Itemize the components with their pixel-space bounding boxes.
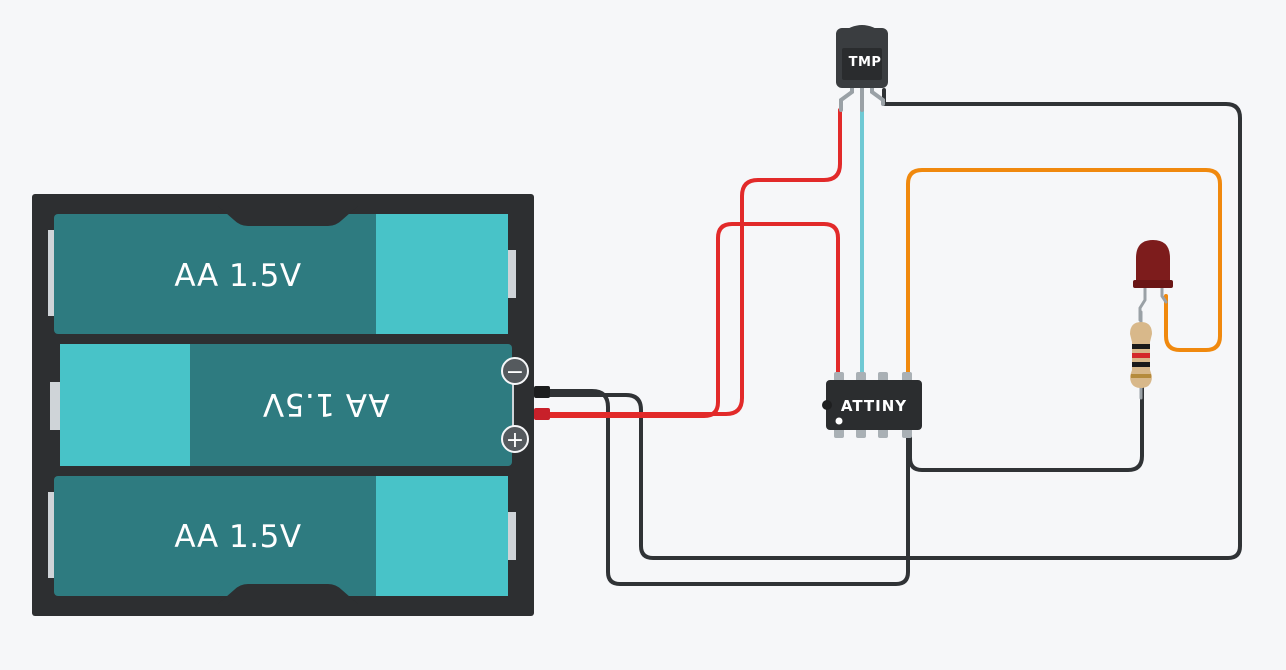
- attiny-notch: [822, 400, 832, 410]
- tmp-sensor-label: TMP: [849, 55, 882, 70]
- battery-cell-top-label: AA 1.5V: [174, 258, 301, 294]
- wire-red-battery-to-attiny[interactable]: [546, 222, 840, 418]
- attiny-pin1-dot: [835, 417, 843, 425]
- battery-cell-bottom-label: AA 1.5V: [174, 519, 301, 555]
- battery-pack[interactable]: AA 1.5V AA 1.5V AA 1.5V −: [32, 194, 550, 616]
- battery-cell-middle: AA 1.5V: [50, 344, 514, 466]
- resistor[interactable]: [1130, 310, 1152, 400]
- led-legs: [1138, 284, 1168, 322]
- wires: [546, 88, 1242, 586]
- wire-black-attiny-to-resistor[interactable]: [908, 384, 1144, 472]
- negative-terminal[interactable]: −: [501, 357, 529, 385]
- attiny-bottom-pins: [834, 428, 912, 438]
- positive-terminal-sign: +: [506, 428, 524, 453]
- attiny-chip[interactable]: ATTINY: [822, 372, 922, 438]
- wire-orange-attiny-to-led[interactable]: [906, 168, 1222, 374]
- attiny-label: ATTINY: [841, 397, 907, 415]
- attiny-top-pins: [834, 372, 912, 382]
- positive-terminal[interactable]: +: [501, 425, 529, 453]
- wire-black-battery-to-tmp[interactable]: [546, 88, 1242, 560]
- battery-cell-bottom: AA 1.5V: [48, 476, 516, 604]
- battery-cell-middle-label: AA 1.5V: [262, 386, 389, 422]
- resistor-bands: [1131, 330, 1151, 378]
- battery-leads: [534, 386, 550, 420]
- temperature-sensor[interactable]: TMP: [836, 25, 888, 112]
- negative-terminal-sign: −: [506, 360, 524, 385]
- wire-red-battery-to-tmp[interactable]: [546, 108, 842, 416]
- battery-cell-top: AA 1.5V: [48, 206, 516, 334]
